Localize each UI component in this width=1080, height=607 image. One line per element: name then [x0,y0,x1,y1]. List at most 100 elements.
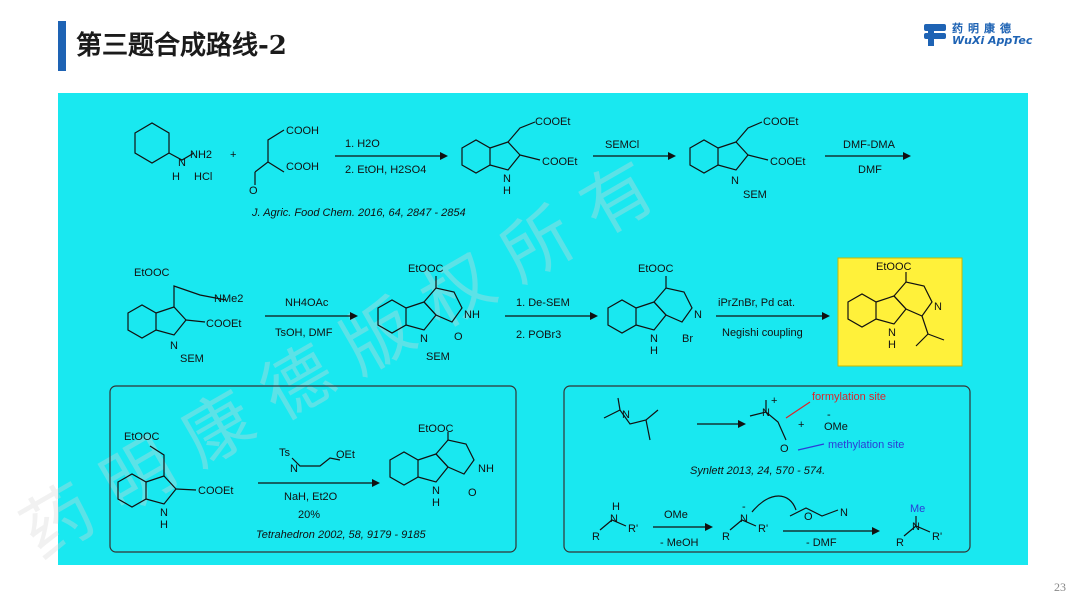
svg-text:EtOOC: EtOOC [418,423,454,435]
svg-text:EtOOC: EtOOC [124,431,160,443]
svg-text:N: N [740,513,748,525]
svg-text:+: + [771,395,777,407]
reaction-arrow-6: iPrZnBr, Pd cat. Negishi coupling [716,297,830,339]
reference-3: Synlett 2013, 24, 570 - 574. [690,465,825,477]
svg-text:R': R' [758,523,768,535]
iminium-oxygen: O [780,443,789,455]
svg-text:N: N [888,327,896,339]
svg-text:N: N [912,521,920,533]
svg-text:O: O [454,331,463,343]
target-carboline: EtOOC N N H [847,261,945,351]
svg-text:1. De-SEM: 1. De-SEM [516,297,570,309]
formylation-pointer [785,401,811,419]
svg-text:Me: Me [910,503,925,515]
svg-text:N: N [840,507,848,519]
methylated-amine: R N R' Me [896,503,942,549]
methyl-transfer-arrow: - DMF [783,527,880,549]
plus-sign: + [230,149,236,161]
svg-text:COOEt: COOEt [198,485,233,497]
phenylhydrazine: N NH2 H HCl [134,122,212,183]
svg-text:NMe2: NMe2 [214,293,243,305]
dmf-dma-structure: N [603,397,659,441]
svg-text:Ts: Ts [279,447,291,459]
reaction-arrow-3: DMF-DMA DMF [825,139,911,176]
svg-text:OEt: OEt [336,449,355,461]
svg-text:COOH: COOH [286,125,319,137]
mechanism-arrow [697,420,746,428]
reaction-arrow-lower-left: NaH, Et2O 20% [258,479,380,521]
target-highlight [837,257,963,367]
svg-text:EtOOC: EtOOC [876,261,912,273]
svg-text:COOEt: COOEt [206,318,241,330]
logo-english: WuXi AppTec [952,34,1033,47]
svg-text:N: N [170,340,178,352]
svg-text:Negishi coupling: Negishi coupling [722,327,803,339]
lower-left-reagent: Ts N OEt [279,447,355,475]
lower-left-starting-material: EtOOC COOEt N H [117,431,233,531]
svg-text:O: O [468,487,477,499]
iminium-structure: N + [749,395,787,441]
svg-text:SEM: SEM [426,351,450,363]
svg-text:O: O [804,511,813,523]
svg-text:2. EtOH, H2SO4: 2. EtOH, H2SO4 [345,164,426,176]
svg-text:H: H [612,501,620,513]
svg-text:H: H [432,497,440,509]
svg-text:SEMCl: SEMCl [605,139,639,151]
svg-text:OMe: OMe [664,509,688,521]
svg-text:N: N [290,463,298,475]
svg-text:EtOOC: EtOOC [638,263,674,275]
svg-text:- MeOH: - MeOH [660,537,699,549]
svg-text:N: N [934,301,942,313]
svg-text:NH2: NH2 [190,149,212,161]
amine-reactant: R N H R' [592,501,638,543]
svg-text:1. H2O: 1. H2O [345,138,380,150]
sem-indole-diester: COOEt COOEt N SEM [689,116,805,201]
svg-text:R': R' [932,531,942,543]
svg-text:SEM: SEM [180,353,204,365]
reference-1: J. Agric. Food Chem. 2016, 64, 2847 - 28… [251,207,466,219]
lower-left-product: EtOOC NH N H O [389,423,494,509]
svg-text:HCl: HCl [194,171,212,183]
svg-text:TsOH, DMF: TsOH, DMF [275,327,333,339]
svg-text:DMF: DMF [858,164,882,176]
logo-chinese: 药明康德 [952,22,1016,35]
svg-text:2. POBr3: 2. POBr3 [516,329,561,341]
methyl-transfer-reagent: O N [751,495,848,523]
reaction-arrow-2: SEMCl [593,139,676,160]
svg-text:EtOOC: EtOOC [134,267,170,279]
svg-text:R: R [722,531,730,543]
svg-text:NH: NH [478,463,494,475]
svg-text:N: N [503,173,511,185]
svg-text:20%: 20% [298,509,320,521]
svg-text:iPrZnBr, Pd cat.: iPrZnBr, Pd cat. [718,297,795,309]
slide-title: 第三题合成路线-2 [76,31,287,61]
svg-text:R': R' [628,523,638,535]
reaction-arrow-4: NH4OAc TsOH, DMF [265,297,358,339]
reference-2: Tetrahedron 2002, 58, 9179 - 9185 [256,529,427,541]
deprotonation-arrow: OMe - MeOH [653,509,713,549]
svg-text:H: H [888,339,896,351]
svg-text:EtOOC: EtOOC [408,263,444,275]
svg-text:H: H [160,519,168,531]
svg-text:H: H [503,185,511,197]
methoxide: OMe [824,421,848,433]
svg-text:NH4OAc: NH4OAc [285,297,329,309]
svg-text:Br: Br [682,333,693,345]
svg-text:COOEt: COOEt [763,116,798,128]
reaction-arrow-1: 1. H2O 2. EtOH, H2SO4 [335,138,448,176]
svg-text:R: R [592,531,600,543]
title-accent-bar [58,21,66,71]
svg-text:H: H [172,171,180,183]
oxoglutaric-acid: COOH COOH O [249,125,319,197]
svg-text:N: N [731,175,739,187]
methylation-annotation: methylation site [828,439,904,451]
svg-text:SEM: SEM [743,189,767,201]
lower-right-box [563,385,971,553]
svg-text:COOEt: COOEt [770,156,805,168]
svg-text:N: N [694,309,702,321]
wuxi-apptec-logo-icon [924,24,946,46]
svg-text:N: N [650,333,658,345]
svg-text:R: R [896,537,904,549]
methylation-pointer [797,443,825,451]
svg-text:COOEt: COOEt [542,156,577,168]
